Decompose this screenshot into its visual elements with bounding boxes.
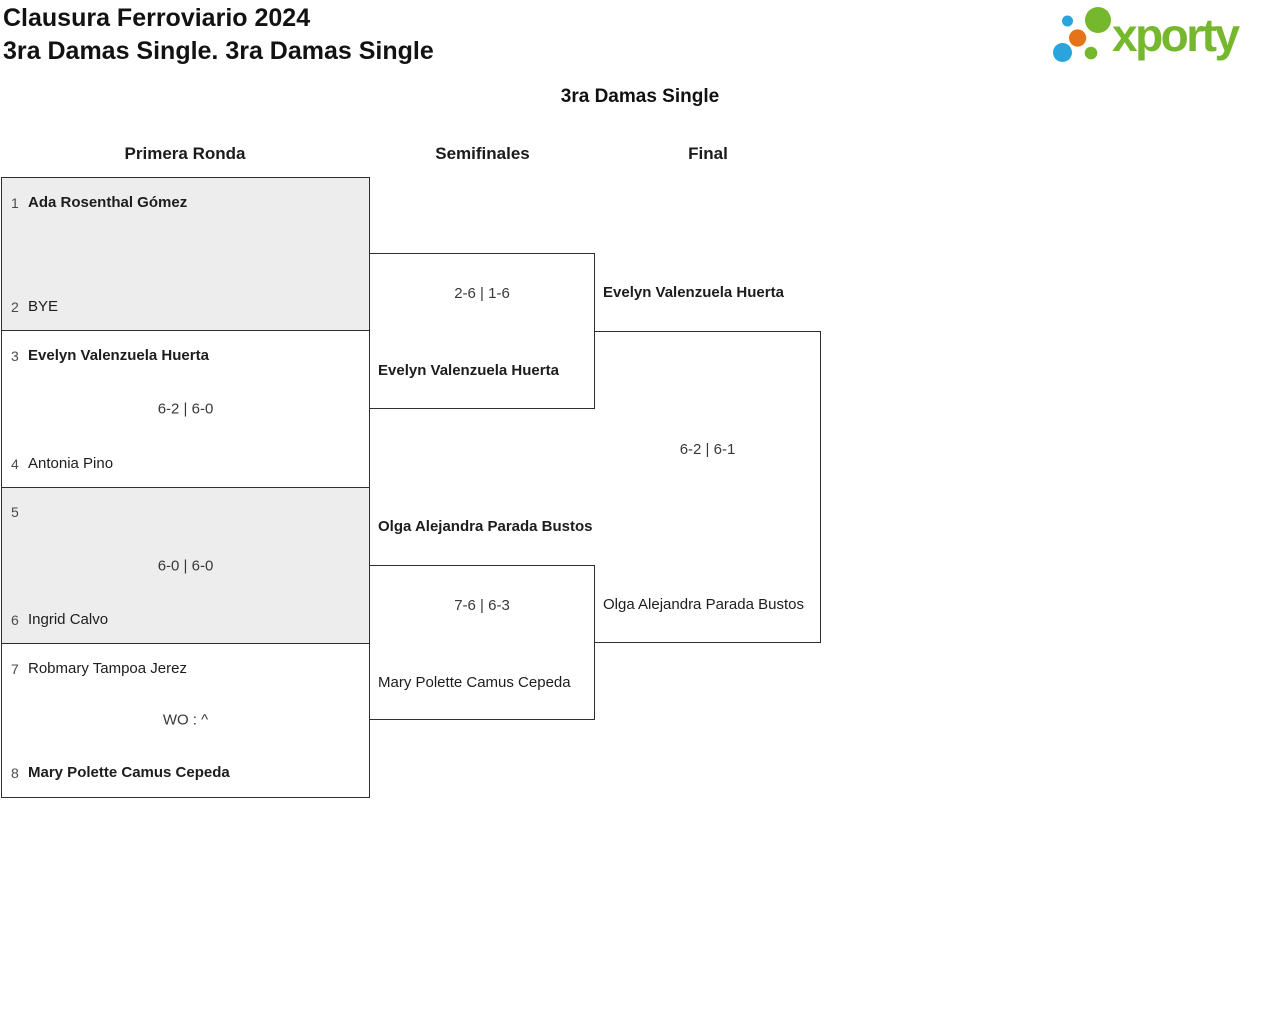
player-row: 7 Robmary Tampoa Jerez: [11, 660, 361, 677]
player-name: BYE: [28, 298, 59, 315]
semifinal-2-top-player: Olga Alejandra Parada Bustos: [378, 518, 593, 535]
player-row: 1 Ada Rosenthal Gómez: [11, 194, 361, 211]
player-name: Antonia Pino: [28, 455, 114, 472]
final-box: [594, 331, 821, 643]
player-name: Ada Rosenthal Gómez: [28, 194, 188, 211]
first-round-box: 1 Ada Rosenthal Gómez 2 BYE 3 Evelyn Val…: [1, 177, 370, 798]
match-2-box: 3 Evelyn Valenzuela Huerta 6-2 | 6-0 4 A…: [2, 330, 369, 487]
player-row: 4 Antonia Pino: [11, 455, 361, 472]
seed-label: 6: [11, 611, 19, 628]
tournament-category: 3ra Damas Single. 3ra Damas Single: [3, 37, 434, 65]
player-name: Evelyn Valenzuela Huerta: [28, 347, 209, 364]
semifinal-1-box: [369, 253, 595, 409]
semifinal-2-score: 7-6 | 6-3: [454, 597, 510, 614]
semifinal-2-box: [369, 565, 595, 720]
final-bottom-player: Olga Alejandra Parada Bustos: [603, 596, 804, 613]
seed-label: 7: [11, 660, 19, 677]
semifinal-2-bottom-player: Mary Polette Camus Cepeda: [378, 674, 571, 691]
match-score: WO : ^: [162, 711, 209, 729]
player-row: 3 Evelyn Valenzuela Huerta: [11, 347, 361, 364]
round-header-final: Final: [688, 144, 728, 163]
tournament-title: Clausura Ferroviario 2024: [3, 4, 311, 32]
seed-label: 4: [11, 455, 19, 472]
match-4-box: 7 Robmary Tampoa Jerez WO : ^ 8 Mary Pol…: [2, 643, 369, 796]
bracket-title: 3ra Damas Single: [560, 86, 720, 107]
match-score: 6-0 | 6-0: [157, 557, 214, 574]
seed-label: 2: [11, 298, 19, 315]
player-row: 8 Mary Polette Camus Cepeda: [11, 764, 361, 781]
page-header: Clausura Ferroviario 2024 3ra Damas Sing…: [3, 2, 434, 68]
seed-label: 1: [11, 194, 19, 211]
player-row: 5: [11, 504, 361, 520]
semifinal-1-score: 2-6 | 1-6: [454, 285, 510, 302]
player-row: 2 BYE: [11, 298, 361, 315]
seed-label: 3: [11, 347, 19, 364]
final-top-player: Evelyn Valenzuela Huerta: [603, 284, 784, 301]
round-header-semifinales: Semifinales: [435, 144, 530, 163]
player-name: Ingrid Calvo: [28, 611, 109, 628]
logo-dots-icon: [1053, 7, 1111, 62]
round-header-primera-ronda: Primera Ronda: [124, 144, 246, 163]
seed-label: 8: [11, 764, 19, 781]
final-score: 6-2 | 6-1: [679, 441, 736, 458]
player-name: Robmary Tampoa Jerez: [28, 660, 187, 677]
match-1-box: 1 Ada Rosenthal Gómez 2 BYE: [2, 178, 369, 330]
seed-label: 5: [11, 504, 19, 520]
match-score: 6-2 | 6-0: [157, 400, 214, 418]
player-name: Mary Polette Camus Cepeda: [28, 764, 230, 781]
player-row: 6 Ingrid Calvo: [11, 611, 361, 628]
semifinal-1-bottom-player: Evelyn Valenzuela Huerta: [378, 362, 559, 379]
match-3-box: 5 6-0 | 6-0 6 Ingrid Calvo: [2, 487, 369, 643]
logo-wordmark: xporty: [1112, 9, 1240, 61]
